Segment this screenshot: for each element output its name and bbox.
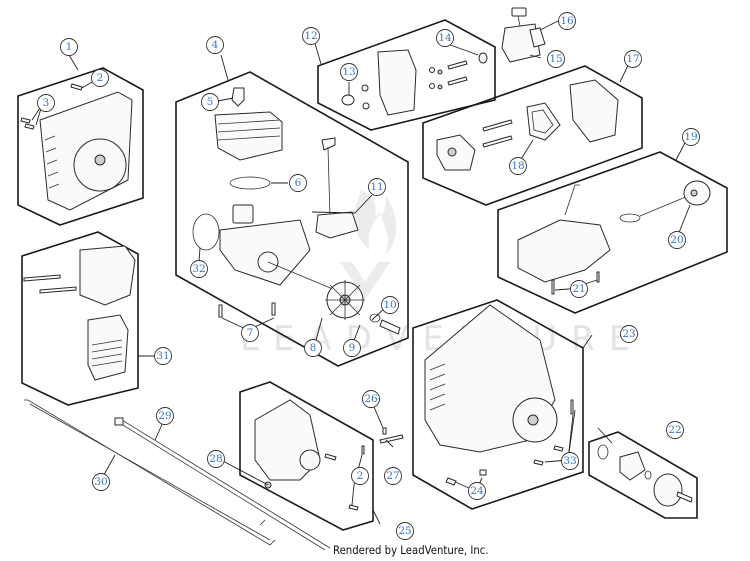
callout-31[interactable]: 31: [154, 347, 172, 365]
callout-12[interactable]: 12: [302, 27, 320, 45]
callout-15[interactable]: 15: [547, 50, 565, 68]
svg-text:22: 22: [668, 424, 681, 436]
svg-text:17: 17: [626, 53, 639, 65]
panel-muffler: [21, 231, 139, 406]
watermark: LEADVENTURE: [240, 190, 630, 359]
callout-23[interactable]: 23: [620, 325, 638, 343]
svg-text:10: 10: [383, 299, 396, 311]
callout-4[interactable]: 4: [206, 36, 224, 54]
callout-3[interactable]: 3: [37, 94, 55, 112]
callout-22[interactable]: 22: [666, 421, 684, 439]
svg-text:15: 15: [549, 53, 562, 65]
panel-air-filter: [422, 65, 643, 206]
svg-text:18: 18: [511, 160, 524, 172]
panel-clutch: [588, 431, 698, 519]
callout-21[interactable]: 21: [570, 280, 588, 298]
callout-14[interactable]: 14: [436, 29, 454, 47]
svg-text:2: 2: [97, 72, 104, 84]
panel-fan-housing: [17, 67, 144, 226]
svg-text:4: 4: [212, 39, 219, 51]
callout-19[interactable]: 19: [682, 128, 700, 146]
svg-text:11: 11: [370, 181, 383, 193]
svg-text:16: 16: [560, 15, 574, 27]
cables: [24, 399, 331, 551]
svg-text:3: 3: [43, 97, 50, 109]
callouts: 1 2 3 4 5 6 7 8 9 10 11 12 13 14 15 16 1…: [37, 12, 700, 540]
svg-text:6: 6: [295, 177, 302, 189]
svg-text:24: 24: [470, 485, 484, 497]
svg-text:12: 12: [304, 30, 317, 42]
callout-16[interactable]: 16: [558, 12, 576, 30]
svg-text:20: 20: [670, 234, 683, 246]
svg-text:5: 5: [207, 96, 214, 108]
callout-20[interactable]: 20: [668, 231, 686, 249]
callout-11[interactable]: 11: [368, 178, 386, 196]
svg-text:14: 14: [438, 32, 452, 44]
callout-13[interactable]: 13: [340, 63, 358, 81]
callout-8[interactable]: 8: [304, 339, 322, 357]
svg-text:28: 28: [209, 453, 222, 465]
callout-24[interactable]: 24: [468, 482, 486, 500]
callout-6[interactable]: 6: [289, 174, 307, 192]
callout-7[interactable]: 7: [241, 324, 259, 342]
callout-1[interactable]: 1: [60, 38, 78, 56]
svg-text:29: 29: [158, 410, 171, 422]
callout-29[interactable]: 29: [156, 407, 174, 425]
svg-text:21: 21: [572, 283, 585, 295]
svg-text:19: 19: [684, 131, 697, 143]
svg-text:7: 7: [247, 327, 254, 339]
callout-10[interactable]: 10: [381, 296, 399, 314]
callout-25[interactable]: 25: [396, 522, 414, 540]
svg-text:30: 30: [94, 476, 107, 488]
callout-30[interactable]: 30: [92, 473, 110, 491]
panel-engine-block: [175, 71, 409, 367]
svg-text:33: 33: [563, 455, 576, 467]
panel-fuel-tank: [497, 151, 728, 314]
callout-18[interactable]: 18: [509, 157, 527, 175]
flame-logo-icon: [354, 190, 397, 255]
credit-text: Rendered by LeadVenture, Inc.: [333, 543, 489, 557]
svg-text:9: 9: [349, 342, 356, 354]
svg-text:8: 8: [310, 342, 317, 354]
svg-text:27: 27: [386, 470, 399, 482]
svg-text:26: 26: [364, 393, 378, 405]
svg-text:2: 2: [357, 470, 364, 482]
panel-clutch-housing: [239, 381, 404, 531]
callout-9[interactable]: 9: [343, 339, 361, 357]
callout-27[interactable]: 27: [384, 467, 402, 485]
svg-text:32: 32: [192, 263, 205, 275]
svg-text:25: 25: [398, 525, 411, 537]
callout-32[interactable]: 32: [190, 260, 208, 278]
svg-text:1: 1: [66, 41, 73, 53]
callout-33[interactable]: 33: [561, 452, 579, 470]
callout-17[interactable]: 17: [624, 50, 642, 68]
callout-26[interactable]: 26: [362, 390, 380, 408]
callout-2-clutch-housing[interactable]: 2: [351, 467, 369, 485]
callout-2-fan[interactable]: 2: [91, 69, 109, 87]
panel-engine-housing: [412, 299, 584, 510]
panel-intake: [317, 19, 496, 131]
callout-5[interactable]: 5: [201, 93, 219, 111]
svg-text:31: 31: [156, 350, 169, 362]
svg-text:23: 23: [622, 328, 635, 340]
v-logo-icon: [340, 262, 390, 300]
carburetor-group: [501, 7, 546, 63]
callout-28[interactable]: 28: [207, 450, 225, 468]
svg-text:13: 13: [342, 66, 355, 78]
